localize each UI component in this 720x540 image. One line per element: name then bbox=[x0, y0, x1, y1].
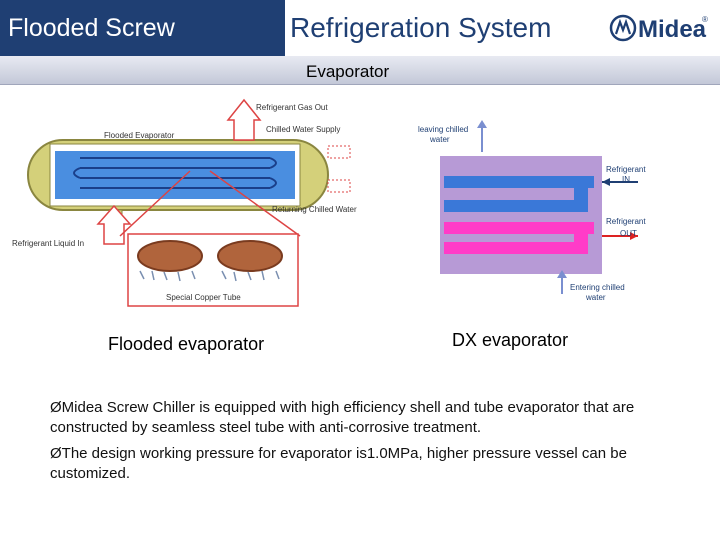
svg-text:Returning Chilled Water: Returning Chilled Water bbox=[272, 205, 357, 214]
svg-text:water: water bbox=[585, 293, 606, 302]
dx-evaporator-caption: DX evaporator bbox=[452, 330, 569, 350]
section-title: Evaporator bbox=[306, 62, 390, 81]
bullet-item: ØThe design working pressure for evapora… bbox=[50, 445, 627, 482]
flooded-evaporator-caption: Flooded evaporator bbox=[108, 334, 265, 354]
svg-text:water: water bbox=[429, 135, 450, 144]
header-band bbox=[228, 0, 588, 56]
midea-logo: Midea ® bbox=[609, 14, 708, 43]
bullet-item: ØMidea Screw Chiller is equipped with hi… bbox=[50, 399, 635, 436]
svg-text:Flooded Evaporator: Flooded Evaporator bbox=[104, 131, 175, 140]
flooded-evaporator-diagram: Refrigerant Gas Out Flooded Evaporator C… bbox=[12, 98, 357, 307]
svg-text:Entering chilled: Entering chilled bbox=[570, 283, 625, 292]
svg-text:Refrigerant: Refrigerant bbox=[606, 217, 646, 226]
svg-text:Chilled Water Supply: Chilled Water Supply bbox=[266, 125, 340, 134]
subheader-bar bbox=[0, 56, 720, 85]
svg-text:IN: IN bbox=[622, 175, 630, 184]
logo-registered: ® bbox=[702, 15, 708, 24]
svg-text:Refrigerant Liquid In: Refrigerant Liquid In bbox=[12, 239, 84, 248]
svg-text:OUT: OUT bbox=[620, 229, 637, 238]
header-left-title: Flooded Screw bbox=[0, 0, 228, 56]
svg-text:Refrigerant: Refrigerant bbox=[606, 165, 646, 174]
svg-text:Refrigerant Gas Out: Refrigerant Gas Out bbox=[256, 103, 328, 112]
page-title: Refrigeration System bbox=[290, 12, 552, 43]
dx-evaporator-diagram: leaving chilled water Refrigerant IN Ref… bbox=[418, 120, 646, 302]
svg-text:Special Copper Tube: Special Copper Tube bbox=[166, 293, 241, 302]
svg-text:leaving chilled: leaving chilled bbox=[418, 125, 468, 134]
logo-text: Midea bbox=[638, 16, 707, 43]
